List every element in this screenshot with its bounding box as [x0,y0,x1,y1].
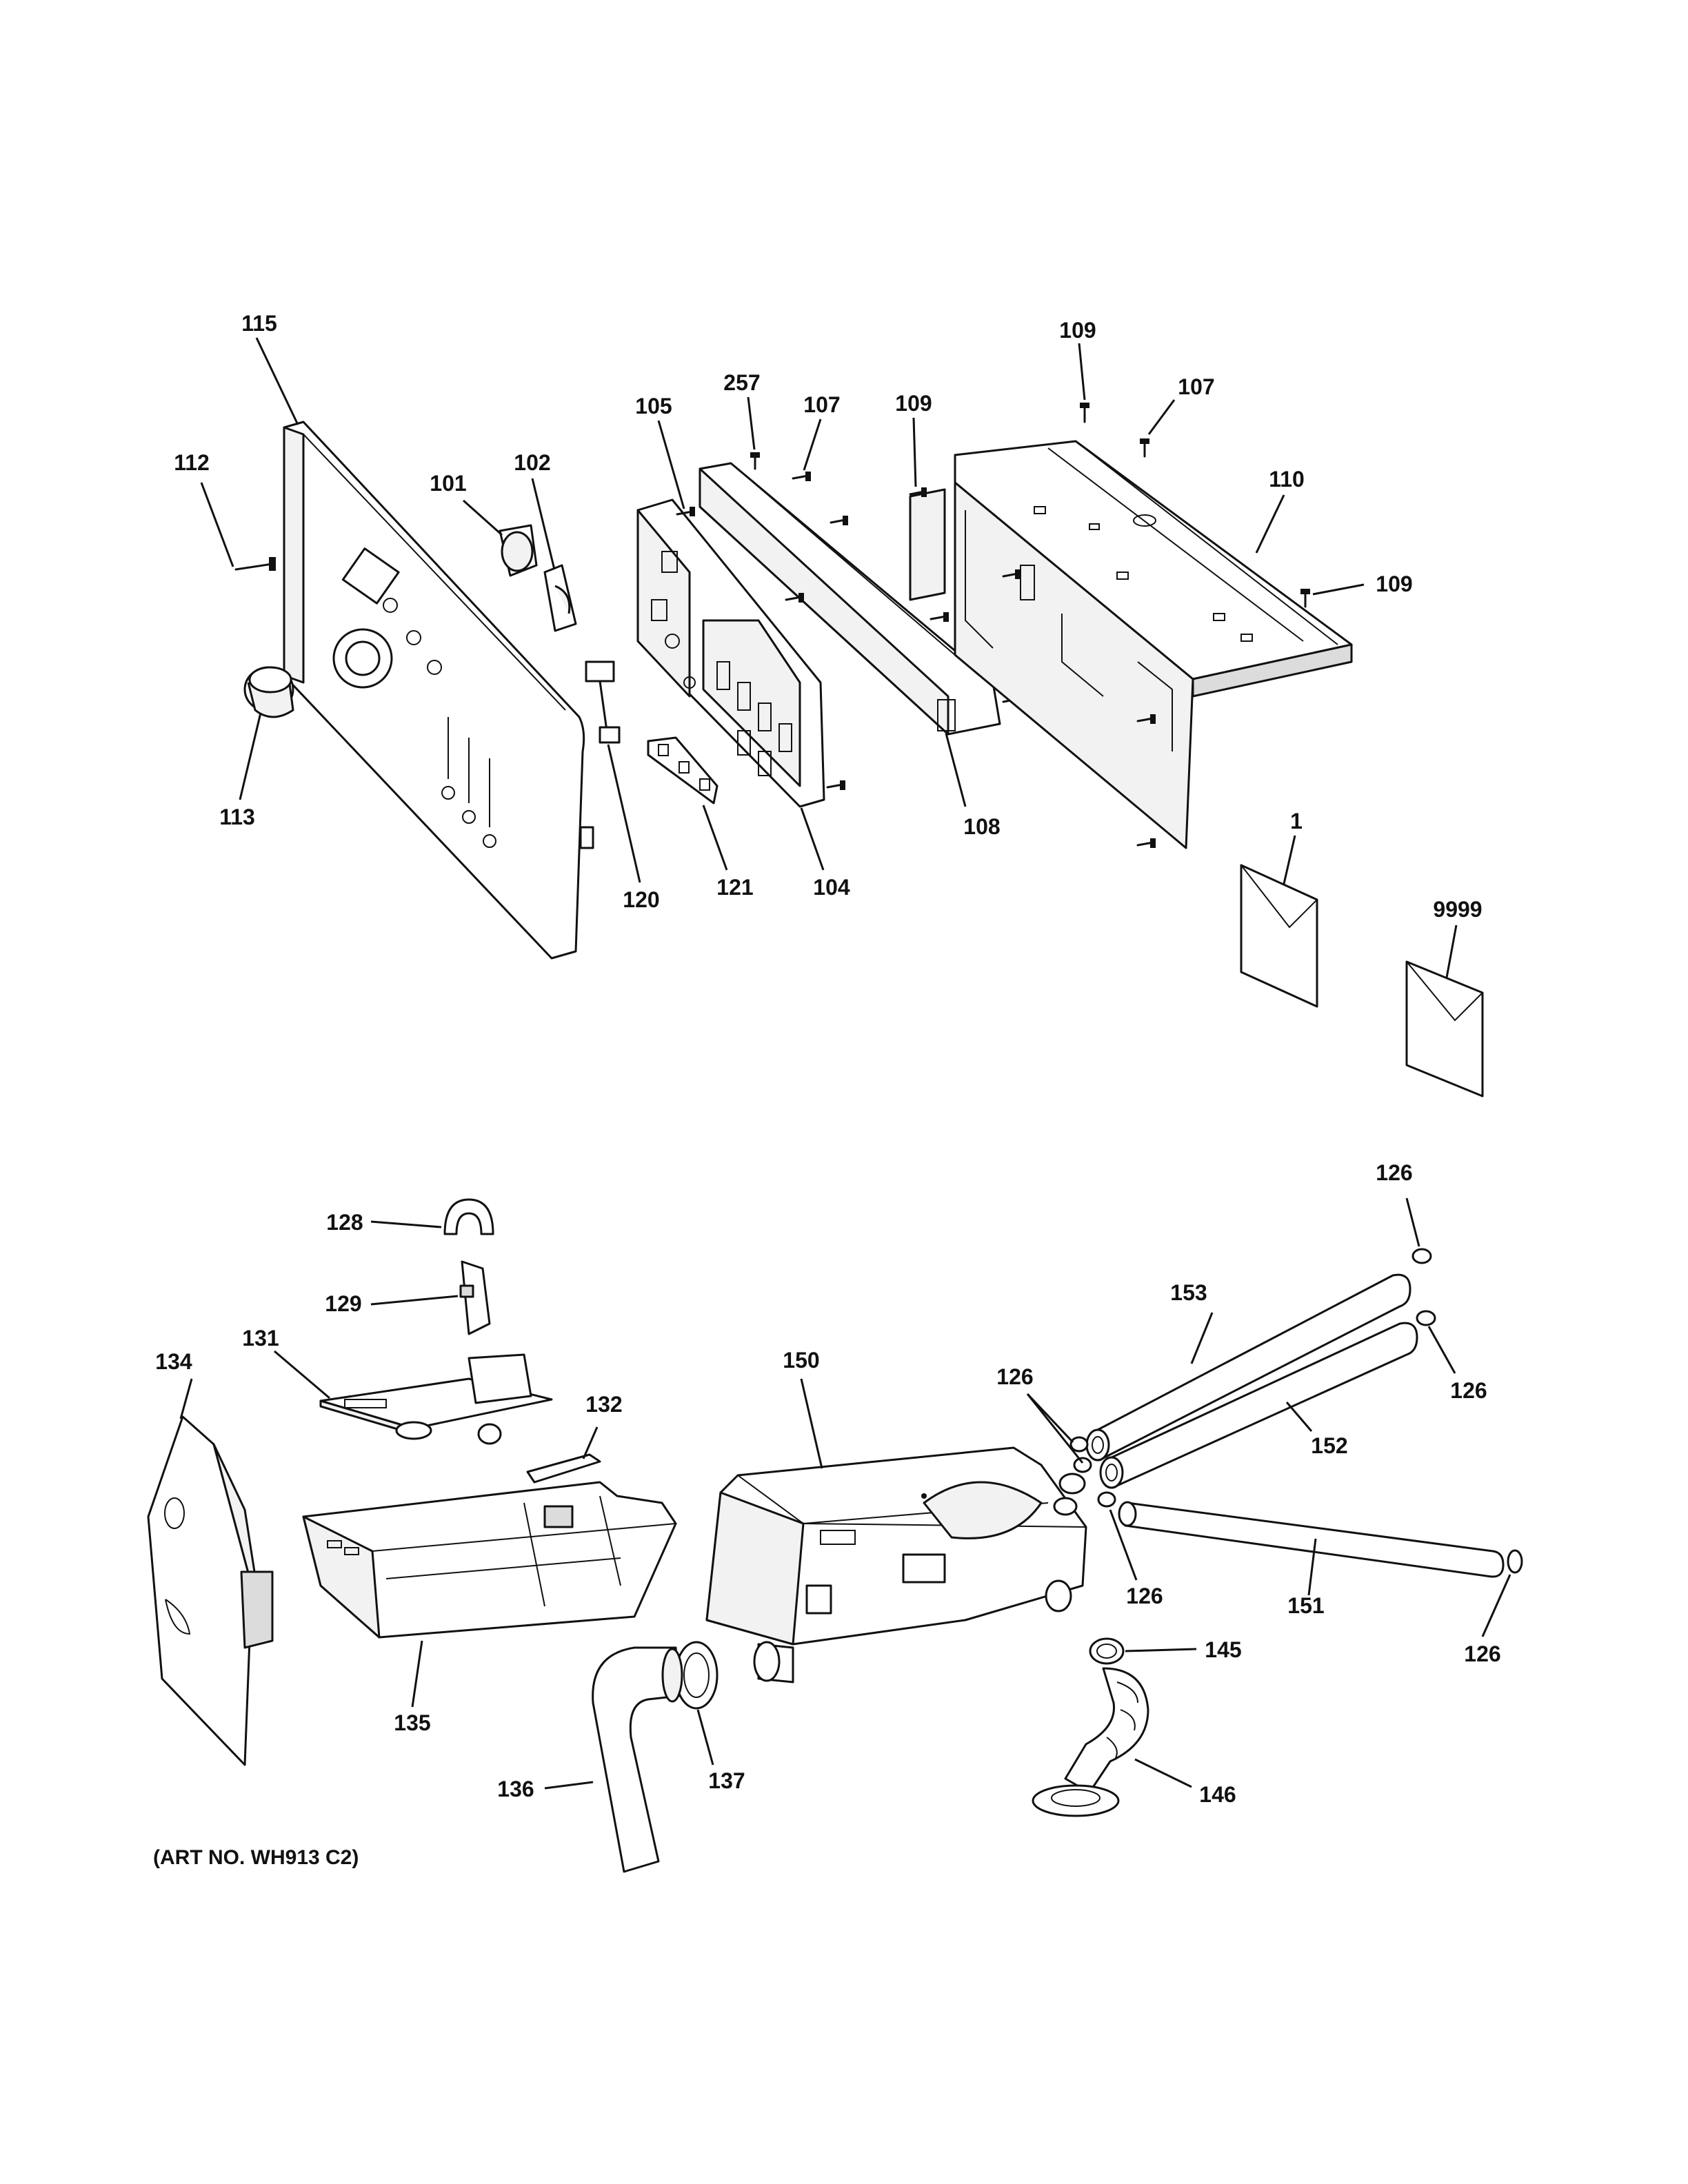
screws-109 [909,403,1310,608]
callout-107b: 107 [1178,374,1214,399]
part-129 [459,1260,491,1335]
rail-bracket-108 [699,462,1001,736]
control-panel-115 [283,421,594,960]
part-132 [526,1453,601,1484]
callout-107a: 107 [803,392,840,417]
callout-126e: 126 [1464,1641,1500,1666]
literature-1 [1240,864,1318,1008]
bellows-137 [661,1641,719,1710]
callout-110: 110 [1269,467,1305,492]
callout-115: 115 [241,311,277,336]
callout-151: 151 [1287,1593,1324,1618]
callout-132: 132 [585,1392,622,1417]
callout-152: 152 [1311,1433,1347,1458]
callout-146: 146 [1199,1782,1236,1807]
callout-257: 257 [723,370,760,395]
callout-128: 128 [326,1210,363,1235]
callout-109a: 109 [895,391,932,416]
callout-9999: 9999 [1433,897,1482,922]
part-120 [585,660,621,744]
callout-109b: 109 [1059,318,1096,343]
callout-136: 136 [497,1777,534,1801]
callout-153: 153 [1170,1280,1207,1305]
screw-107b [1140,438,1149,458]
tub-150 [705,1446,1087,1684]
callout-104: 104 [813,875,850,900]
bracket-102 [543,564,577,632]
siphon-cap-128 [443,1198,494,1235]
button-101 [499,524,538,577]
callout-135: 135 [394,1710,430,1735]
callout-126a: 126 [996,1364,1033,1389]
callout-120: 120 [623,887,659,912]
screw-112 [234,557,276,571]
hose-151 [1118,1501,1505,1578]
screw-107a [792,472,811,481]
callout-126c: 126 [1450,1378,1487,1403]
part-121 [647,736,719,805]
screw-257 [750,452,760,470]
frame-screws [1002,569,1156,848]
control-board-104 [636,498,825,808]
callout-134: 134 [155,1349,192,1374]
callout-101: 101 [430,471,466,496]
dispenser-drawer-135 [302,1481,677,1639]
callout-112: 112 [174,450,210,475]
top-frame-110 [909,440,1353,849]
literature-9999 [1405,960,1484,1098]
callout-126b: 126 [1376,1160,1412,1185]
art-number-note: (ART NO. WH913 C2) [153,1846,359,1869]
callout-131: 131 [242,1326,279,1351]
callout-labels: 115 112 101 102 113 105 257 107 109 109 … [155,311,1500,1807]
knob-113 [243,666,294,718]
callout-121: 121 [716,875,753,900]
leader-lines [179,337,1511,1790]
callout-129: 129 [325,1291,361,1316]
hose-152 [1099,1322,1418,1489]
callout-108: 108 [963,814,1000,839]
dispenser-top-131 [319,1353,553,1445]
callout-102: 102 [514,450,550,475]
hose-153 [1085,1273,1411,1462]
drain-hose-146 [1032,1667,1149,1817]
callout-145: 145 [1205,1637,1241,1662]
callout-126d: 126 [1126,1584,1163,1608]
callout-109c: 109 [1376,572,1412,596]
front-panel-134 [147,1415,274,1766]
callout-137: 137 [708,1768,745,1793]
clamp-145 [1089,1637,1125,1665]
callout-150: 150 [783,1348,819,1373]
clamps-126 [1069,1248,1523,1574]
screw-105 [676,507,695,516]
callout-1: 1 [1290,809,1303,833]
callout-113: 113 [219,805,255,829]
callout-105: 105 [635,394,672,418]
